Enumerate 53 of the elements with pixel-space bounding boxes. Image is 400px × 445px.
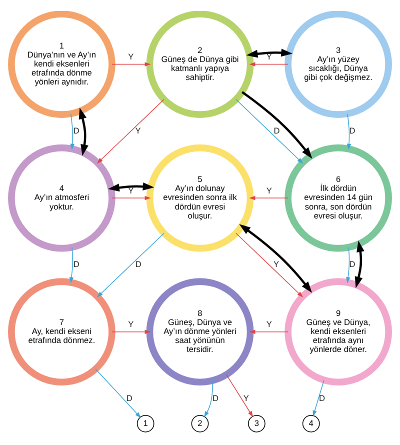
arrow [112,195,151,200]
edge-label: Y [243,392,249,402]
node-circle: 5 Ay’ın dolunay evresinden sonra ilk dördün evresi oluşur. [146,144,254,252]
arrow [249,195,288,200]
arrow [346,113,352,150]
edge-label: Y [128,51,134,62]
edge-label: D [73,258,80,269]
edge-label: D [349,258,356,269]
edge-label: D [349,124,356,135]
arrow [226,374,254,417]
arrow [236,98,304,164]
edge-label: D [274,124,280,135]
arrow [246,48,293,58]
node-circle: 7 Ay, kendi ekseni etrafında dönmez. [8,278,116,385]
edge-label: D [126,392,132,402]
node-circle: 2 Güneş de Dünya gibi katmanlı yapıya sahiptir. [146,10,254,118]
edge-label: Y [266,184,272,195]
arrow [312,379,324,416]
arrow [249,329,288,334]
node-circle: 1 Dünya’nın ve Ay’ın kendi eksenleri etrafında dönme yönleri aynıdır. [8,10,116,118]
arrow [112,329,151,334]
edge-label: Y [135,124,141,135]
arrow [239,224,312,292]
edge-label: D [73,124,80,135]
edge-label: Y [266,51,272,62]
arrow [204,380,213,417]
arrow [346,246,350,283]
edge-label: Y [266,318,272,329]
arrow [69,246,74,283]
node-circle: 4 [302,414,320,432]
edge-label: Y [128,318,134,329]
edge-label: Y [128,184,134,195]
node-circle: 3 Ay’ın yüzey sıcaklığı, Dünya gibi çok değişmez. [284,10,392,118]
arrow [249,62,288,66]
node-circle: 2 [191,414,209,432]
arrow [354,240,364,288]
arrow [242,90,312,158]
arrow [95,368,141,418]
arrow [96,232,164,297]
arrow [108,182,154,192]
edge-label: Y [274,258,280,269]
node-circle: 8 Güneş, Dünya ve Ay’ın dönme yönleri saat yönünün tersidir. [146,278,254,385]
arrow [78,107,88,156]
node-circle: 9 Güneş ve Dünya, kendi eksenleri etrafında aynı yönlerde döner. [284,278,392,385]
edge-label: D [319,392,326,402]
arrow [112,62,151,66]
arrow [70,113,74,150]
node-circle: 1 [136,414,154,432]
arrow [96,98,164,164]
arrow [236,232,304,297]
node-circle: 3 [248,414,266,432]
edge-label: D [212,392,218,402]
edge-label: D [135,258,142,269]
